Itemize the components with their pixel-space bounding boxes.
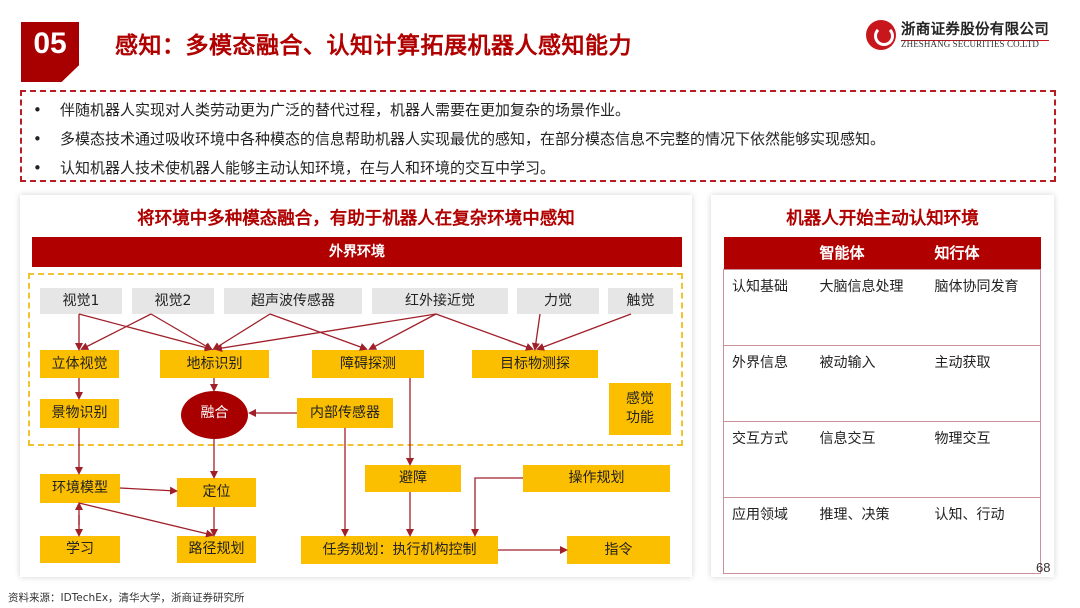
fusion-diagram-title: 将环境中多种模态融合，有助于机器人在复杂环境中感知 [137, 209, 575, 229]
table-cell: 信息交互 [811, 420, 927, 497]
bullet-dot-icon: • [33, 101, 42, 119]
sensor-vision-2: 视觉2 [132, 288, 214, 314]
task-planning-node: 任务规划：执行机构控制 [301, 536, 498, 564]
sensing-function-frame [28, 273, 683, 446]
column-header: 知行体 [926, 237, 1041, 269]
table-cell: 推理、决策 [811, 496, 927, 574]
bullet-text: 认知机器人技术使机器人能够主动认知环境，在与人和环境的交互中学习。 [60, 159, 556, 177]
sensor-ultrasonic: 超声波传感器 [224, 288, 362, 314]
path-planning-node: 路径规划 [177, 536, 256, 563]
sensor-touch: 触觉 [608, 288, 673, 314]
row-label: 认知基础 [723, 268, 812, 345]
page-number: 68 [1036, 560, 1051, 575]
landmark-recognition-node: 地标识别 [160, 350, 269, 378]
logo-name-cn: 浙商证券股份有限公司 [901, 18, 1049, 41]
row-label: 应用领域 [723, 496, 812, 574]
table-cell: 认知、行动 [926, 496, 1041, 574]
zheshang-logo-icon [866, 20, 896, 50]
sensor-vision-1: 视觉1 [40, 288, 122, 314]
summary-bullets: • 伴随机器人实现对人类劳动更为广泛的替代过程，机器人需要在更加复杂的场景作业。… [20, 90, 1056, 182]
bullet-item: • 多模态技术通过吸收环境中各种模态的信息帮助机器人实现最优的感知，在部分模态信… [30, 125, 1044, 154]
bullet-item: • 伴随机器人实现对人类劳动更为广泛的替代过程，机器人需要在更加复杂的场景作业。 [30, 96, 1044, 125]
sense-function-node: 感觉功能 [609, 383, 671, 435]
obstacle-detection-node: 障碍探测 [312, 350, 424, 378]
command-node: 指令 [567, 536, 670, 564]
scene-recognition-node: 景物识别 [40, 399, 119, 428]
bullet-text: 多模态技术通过吸收环境中各种模态的信息帮助机器人实现最优的感知，在部分模态信息不… [60, 130, 886, 148]
row-label: 交互方式 [723, 420, 812, 497]
cognition-table-title: 机器人开始主动认知环境 [786, 209, 979, 229]
stereo-vision-node: 立体视觉 [40, 350, 119, 378]
section-number-badge: 05 [21, 22, 79, 82]
operation-planning-node: 操作规划 [523, 465, 670, 492]
localization-node: 定位 [177, 478, 256, 507]
table-header-row: 智能体 知行体 [723, 237, 1041, 269]
sensor-infrared-proximity: 红外接近觉 [372, 288, 508, 314]
environment-model-node: 环境模型 [40, 474, 120, 503]
table-row: 外界信息 被动输入 主动获取 [723, 344, 1041, 421]
target-detection-node: 目标物测探 [472, 350, 598, 378]
column-header: 智能体 [811, 237, 927, 269]
table-cell: 被动输入 [811, 344, 927, 421]
internal-sensor-node: 内部传感器 [297, 398, 393, 428]
table-cell: 主动获取 [926, 344, 1041, 421]
source-note: 资料来源：IDTechEx，清华大学，浙商证券研究所 [8, 592, 245, 604]
cognition-comparison-table: 智能体 知行体 认知基础 大脑信息处理 脑体协同发育 外界信息 被动输入 主动获… [723, 237, 1041, 574]
fusion-diagram-panel: 将环境中多种模态融合，有助于机器人在复杂环境中感知 外界环境 视觉1 视觉2 超… [20, 195, 692, 577]
bullet-text: 伴随机器人实现对人类劳动更为广泛的替代过程，机器人需要在更加复杂的场景作业。 [60, 101, 631, 119]
company-logo: 浙商证券股份有限公司 ZHESHANG SECURITIES CO.LTD [866, 18, 1066, 54]
table-cell: 脑体协同发育 [926, 268, 1041, 345]
external-environment-bar: 外界环境 [32, 237, 682, 267]
column-header [723, 237, 812, 269]
table-row: 交互方式 信息交互 物理交互 [723, 420, 1041, 497]
page-title: 感知：多模态融合、认知计算拓展机器人感知能力 [115, 33, 632, 59]
table-cell: 大脑信息处理 [811, 268, 927, 345]
cognition-table-panel: 机器人开始主动认知环境 智能体 知行体 认知基础 大脑信息处理 脑体协同发育 外… [711, 195, 1054, 577]
bullet-item: • 认知机器人技术使机器人能够主动认知环境，在与人和环境的交互中学习。 [30, 154, 1044, 183]
sensor-force: 力觉 [517, 288, 599, 314]
bullet-dot-icon: • [33, 159, 42, 177]
obstacle-avoidance-node: 避障 [365, 465, 461, 492]
learning-node: 学习 [40, 536, 120, 563]
bullet-dot-icon: • [33, 130, 42, 148]
fusion-node: 融合 [181, 391, 248, 439]
logo-name-en: ZHESHANG SECURITIES CO.LTD [901, 39, 1040, 49]
table-cell: 物理交互 [926, 420, 1041, 497]
table-row: 认知基础 大脑信息处理 脑体协同发育 [723, 268, 1041, 345]
table-row: 应用领域 推理、决策 认知、行动 [723, 496, 1041, 574]
row-label: 外界信息 [723, 344, 812, 421]
